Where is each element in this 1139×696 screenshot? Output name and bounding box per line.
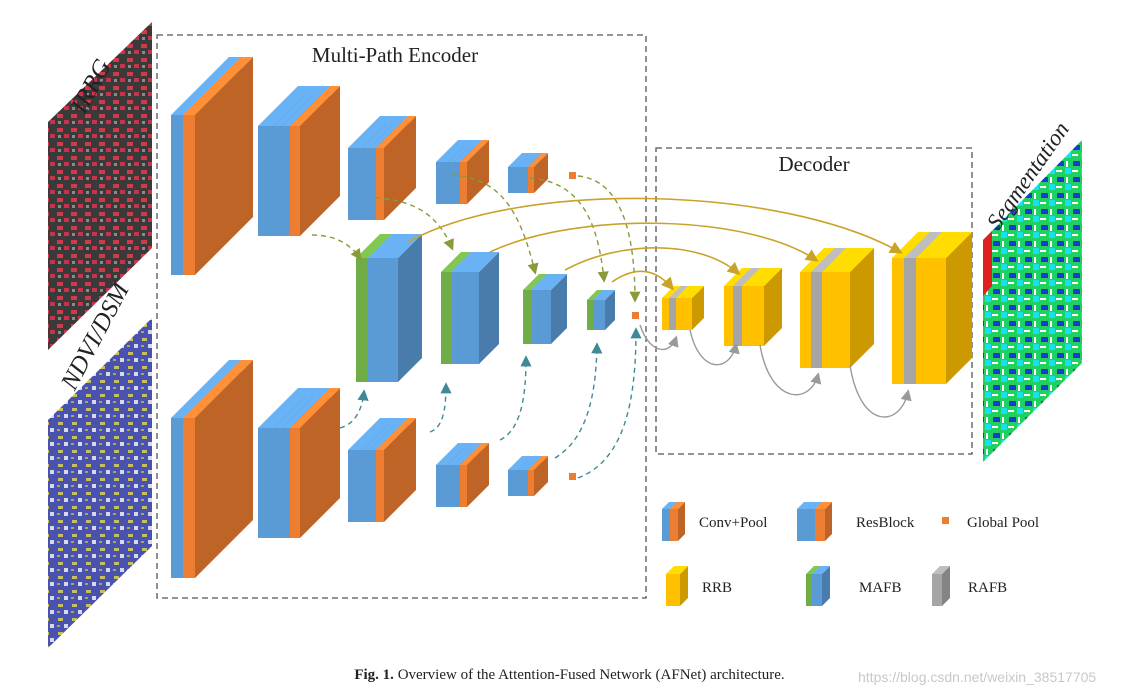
encoder-top-path	[171, 57, 548, 275]
dec-1-layer-2	[676, 286, 704, 330]
top-to-mafb-arrows	[311, 174, 641, 303]
global-pool-top	[569, 172, 576, 179]
enc-bottom-convpool-layer-1	[183, 360, 253, 578]
enc-bottom-res1-layer-4	[290, 388, 340, 538]
skip-connection-arrows	[407, 197, 903, 291]
caption-text: Overview of the Attention-Fused Network …	[397, 667, 785, 683]
encoder-box	[156, 34, 647, 599]
legend-label-rafb: RAFB	[968, 580, 1007, 596]
enc-bottom-res4-layer-4	[528, 456, 548, 496]
global-pool-bottom	[569, 473, 576, 480]
decoder-title: Decoder	[778, 152, 849, 176]
ndvi-dsm-input-image	[48, 318, 152, 648]
encoder-bottom-path	[171, 360, 548, 578]
bottom-to-mafb-arrows	[339, 327, 642, 479]
enc-bottom-res2-layer-4	[376, 418, 416, 522]
mafb-3-layer-1	[531, 274, 567, 344]
legend-icon-rafb-layer-0	[932, 566, 950, 606]
enc-top-res4-layer-4	[528, 153, 548, 193]
legend-label-resblock: ResBlock	[856, 515, 915, 531]
encoder-title: Multi-Path Encoder	[312, 43, 478, 67]
legend-label-conv-pool: Conv+Pool	[699, 515, 767, 531]
legend-icon-mafb-layer-1	[812, 566, 830, 606]
legend-label-global-pool: Global Pool	[967, 515, 1039, 531]
legend-icon-conv-pool-layer-1	[670, 502, 685, 541]
mafb-2-layer-1	[451, 252, 499, 364]
irrg-input-image	[48, 22, 152, 350]
legend-label-mafb: MAFB	[859, 580, 902, 596]
enc-bottom-res3-layer-4	[460, 443, 489, 507]
decoder-box	[655, 147, 973, 455]
mafb-4-layer-1	[593, 290, 615, 330]
decoder-blocks	[662, 232, 972, 384]
legend-label-rrb: RRB	[702, 580, 732, 596]
legend-icon-resblock-layer-3	[815, 502, 832, 541]
dec-2-layer-2	[742, 268, 782, 346]
caption-prefix: Fig. 1.	[354, 667, 394, 683]
enc-top-convpool-layer-1	[183, 57, 253, 275]
legend: Conv+Pool ResBlock Global Pool RRB MAFB …	[662, 502, 1039, 606]
mafb-fusion-blocks	[356, 234, 615, 382]
enc-top-res3-layer-4	[460, 140, 489, 204]
figure-caption: Fig. 1. Overview of the Attention-Fused …	[0, 667, 1139, 684]
legend-icon-rrb-layer-0	[666, 566, 688, 606]
legend-icon-global-pool	[942, 517, 949, 524]
dec-4-layer-2	[916, 232, 972, 384]
segmentation-output-image	[983, 140, 1082, 462]
decoder-upsample-arrows	[639, 324, 912, 418]
watermark: https://blog.csdn.net/weixin_38517705	[858, 669, 1097, 685]
mafb-1-layer-1	[368, 234, 422, 382]
dec-3-layer-2	[822, 248, 874, 368]
global-pool-fused	[632, 312, 639, 319]
enc-top-res2-layer-4	[376, 116, 416, 220]
enc-top-res1-layer-4	[290, 86, 340, 236]
